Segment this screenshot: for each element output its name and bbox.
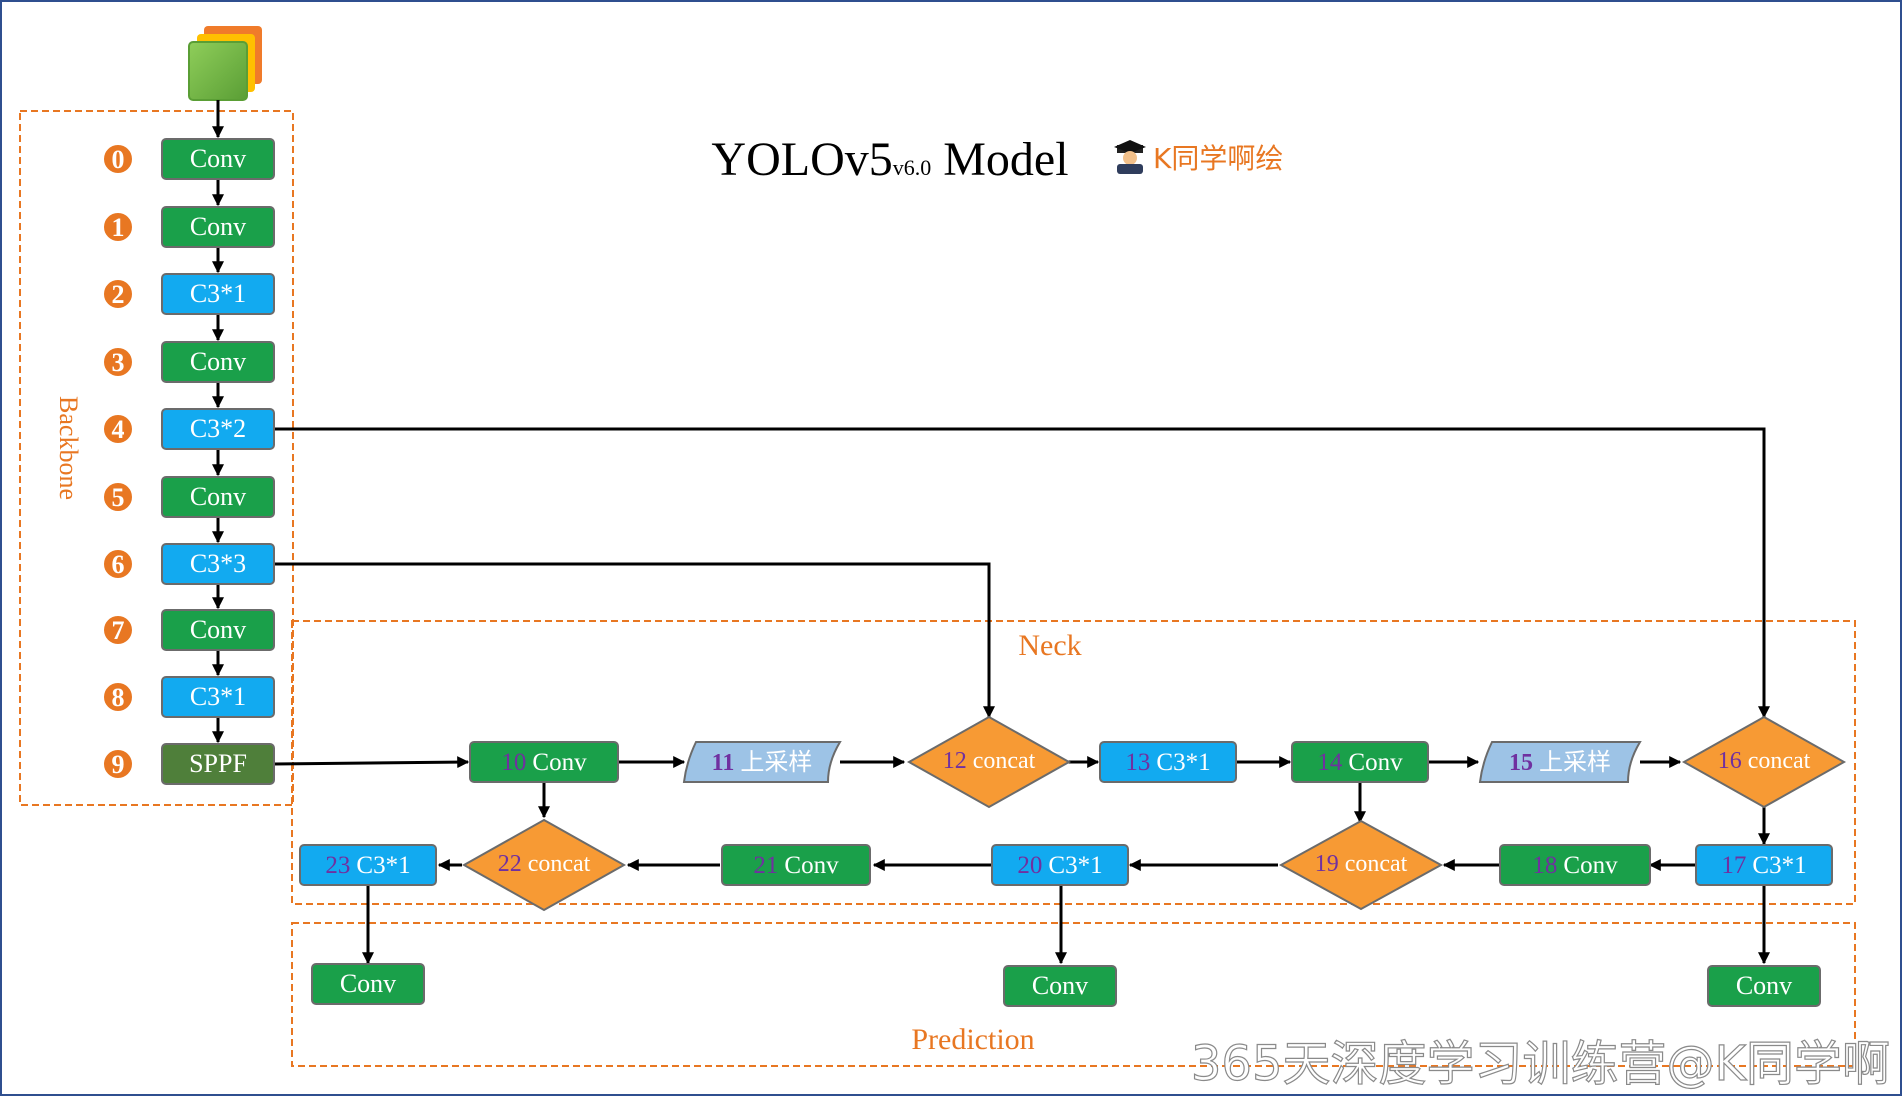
backbone-node-9[interactable]: SPPF — [161, 743, 275, 785]
backbone-node-9-label: SPPF — [189, 749, 247, 778]
backbone-node-1-label: Conv — [190, 212, 246, 241]
svg-text:6: 6 — [112, 550, 125, 579]
watermark: 365天深度学习训练营@K同学啊 — [1191, 1036, 1890, 1092]
prediction-conv-3[interactable]: Conv — [1707, 965, 1821, 1007]
backbone-node-7-label: Conv — [190, 615, 246, 644]
layer-index-badge-1: 1 — [102, 211, 134, 243]
layer-index-badge-0: 0 — [102, 143, 134, 175]
backbone-node-3[interactable]: Conv — [161, 341, 275, 383]
backbone-node-7[interactable]: Conv — [161, 609, 275, 651]
input-image-icon — [188, 26, 262, 101]
prediction-conv-2-label: Conv — [1032, 971, 1088, 1000]
backbone-node-1[interactable]: Conv — [161, 206, 275, 248]
backbone-node-4[interactable]: C3*2 — [161, 408, 275, 450]
backbone-node-3-label: Conv — [190, 347, 246, 376]
backbone-node-2[interactable]: C3*1 — [161, 273, 275, 315]
backbone-node-8[interactable]: C3*1 — [161, 676, 275, 718]
svg-text:5: 5 — [112, 483, 125, 512]
layer-index-badge-6: 6 — [102, 548, 134, 580]
svg-text:3: 3 — [112, 348, 125, 377]
prediction-region — [291, 922, 1856, 1067]
backbone-label: Backbone — [54, 396, 83, 500]
layer-index-badge-3: 3 — [102, 346, 134, 378]
prediction-conv-1-label: Conv — [340, 969, 396, 998]
svg-text:2: 2 — [112, 280, 125, 309]
backbone-node-6-label: C3*3 — [190, 549, 246, 578]
backbone-node-5-label: Conv — [190, 482, 246, 511]
prediction-heads: Conv Conv Conv — [311, 963, 1821, 1007]
backbone-node-0-label: Conv — [190, 144, 246, 173]
layer-index-badge-4: 4 — [102, 413, 134, 445]
backbone-node-6[interactable]: C3*3 — [161, 543, 275, 585]
svg-text:4: 4 — [112, 415, 125, 444]
backbone-node-5[interactable]: Conv — [161, 476, 275, 518]
layer-index-badge-9: 9 — [102, 748, 134, 780]
svg-text:0: 0 — [112, 145, 125, 174]
prediction-conv-2[interactable]: Conv — [1003, 965, 1117, 1007]
connector-lines — [212, 100, 1770, 965]
prediction-label: Prediction — [911, 1023, 1034, 1056]
svg-text:7: 7 — [112, 616, 125, 645]
layer-index-badge-8: 8 — [102, 681, 134, 713]
prediction-conv-1[interactable]: Conv — [311, 963, 425, 1005]
neck-region — [291, 620, 1856, 905]
backbone-node-2-label: C3*1 — [190, 279, 246, 308]
author-label: K同学啊绘 — [1153, 142, 1283, 175]
svg-text:1: 1 — [112, 213, 125, 242]
svg-text:8: 8 — [112, 683, 125, 712]
neck-label: Neck — [1018, 629, 1081, 662]
backbone-node-8-label: C3*1 — [190, 682, 246, 711]
backbone-column: Conv0Conv1C3*12Conv3C3*24Conv5C3*36Conv7… — [102, 138, 275, 785]
layer-index-badge-5: 5 — [102, 481, 134, 513]
scholar-icon — [1114, 140, 1146, 174]
svg-text:9: 9 — [112, 750, 125, 779]
backbone-node-0[interactable]: Conv — [161, 138, 275, 180]
layer-index-badge-7: 7 — [102, 614, 134, 646]
backbone-region — [19, 110, 294, 806]
prediction-conv-3-label: Conv — [1736, 971, 1792, 1000]
arrow-9-10 — [273, 756, 470, 769]
skip-6-to-12 — [274, 562, 995, 719]
layer-index-badge-2: 2 — [102, 278, 134, 310]
skip-4-to-16 — [274, 427, 1770, 719]
backbone-node-4-label: C3*2 — [190, 414, 246, 443]
